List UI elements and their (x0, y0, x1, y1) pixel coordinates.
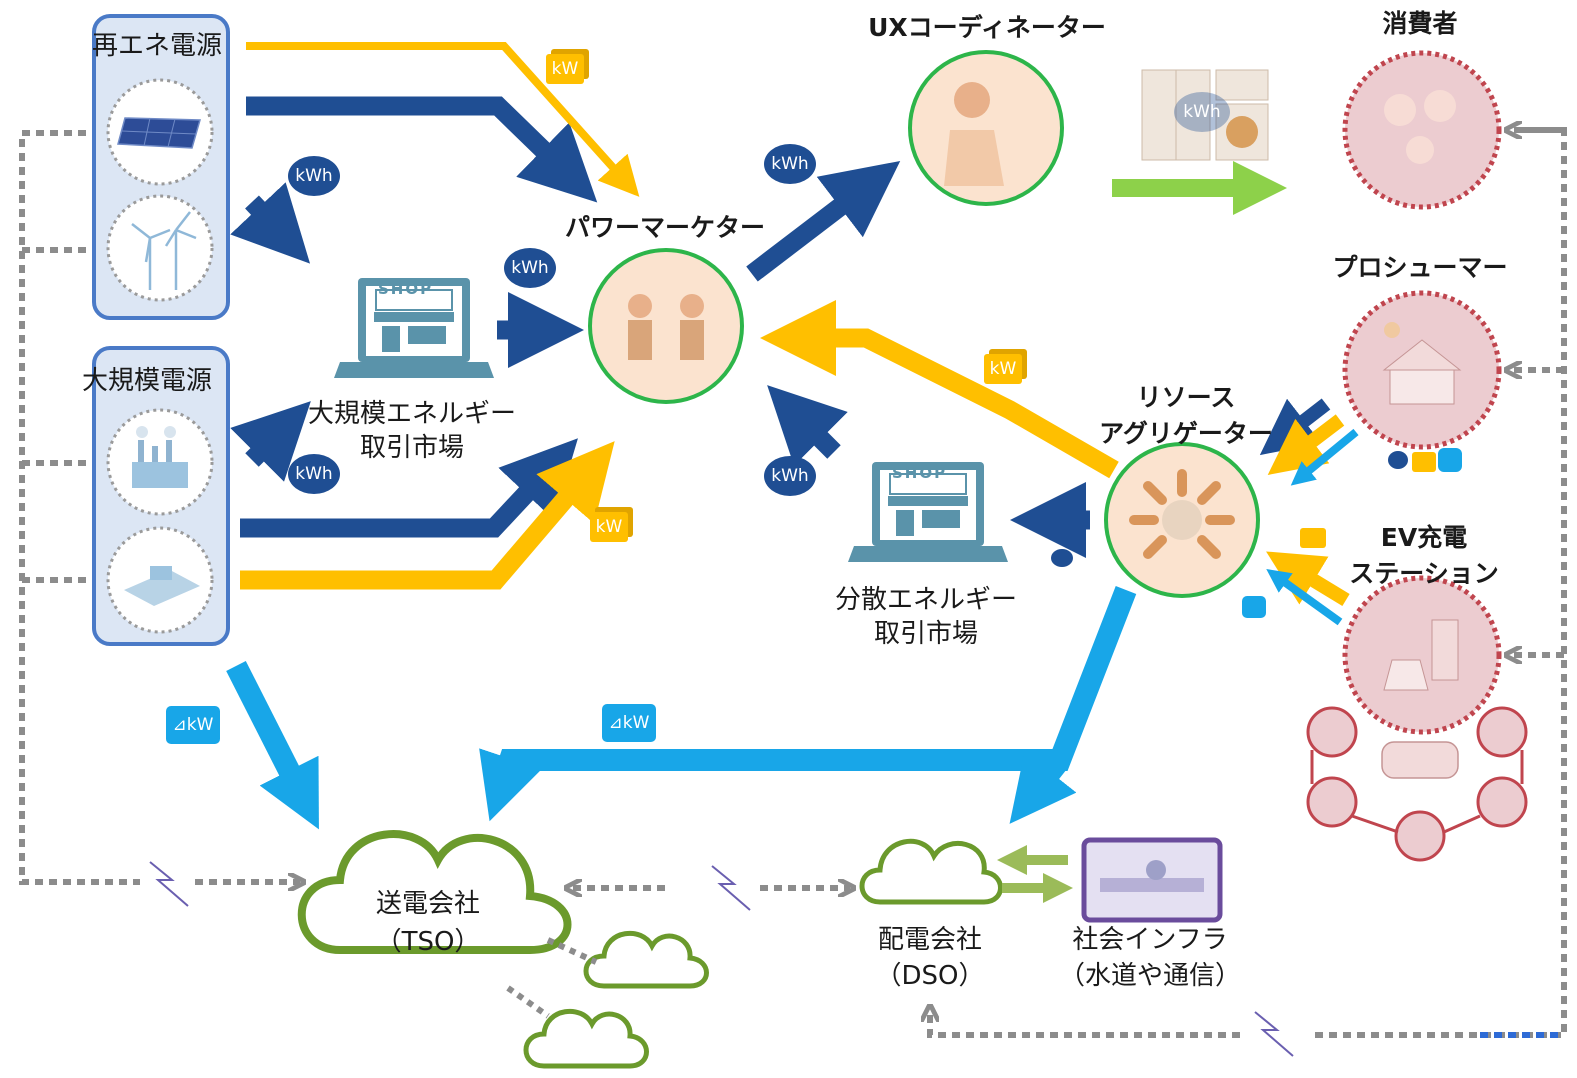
distributed-market-label-2: 取引市場 (873, 619, 979, 649)
kwh-tag: kWh (764, 456, 816, 496)
lightning-icon (711, 865, 751, 911)
kwh-tag: kWh (288, 454, 340, 494)
ev-data-icons (1051, 448, 1462, 618)
ev-network-ring (1306, 706, 1528, 862)
wind-turbine-icon (106, 194, 214, 302)
prosumer-node (1342, 290, 1502, 450)
aggregator-label-1: リソース (1136, 383, 1236, 412)
dso-label-2: （DSO） (875, 961, 985, 991)
large-scale-source-label: 大規模電源 (82, 366, 213, 396)
kw-tag: kW (590, 512, 628, 542)
appliances-icon (1141, 69, 1269, 161)
infrastructure-icon (1081, 837, 1223, 923)
large-market-label-1: 大規模エネルギー (307, 399, 517, 429)
comm-lines (19, 130, 1567, 1038)
kw-tag: kW (546, 54, 584, 84)
kwh-tag: kWh (504, 248, 556, 288)
kw-tag: kW (984, 354, 1022, 384)
large-market-label-2: 取引市場 (359, 433, 465, 463)
tso-label-2: （TSO） (375, 927, 481, 957)
lightning-icon (1254, 1011, 1294, 1057)
kwh-tag: kWh (288, 156, 340, 196)
power-marketer-node (588, 248, 744, 404)
delta-kw-tag: ⊿kW (166, 706, 220, 744)
consumer-node (1342, 50, 1502, 210)
lightning-icon (149, 861, 189, 907)
shop-sign: SHOP (892, 464, 948, 482)
distributed-market-laptop-icon (848, 462, 1008, 562)
infra-label-1: 社会インフラ (1072, 925, 1228, 955)
kwh-flows (230, 96, 1331, 558)
consumer-label: 消費者 (1382, 9, 1458, 38)
tso-cloud-icon (297, 830, 572, 954)
infra-label-2: （水道や通信） (1058, 961, 1242, 991)
ux-coordinator-label: UXコーディネーター (868, 13, 1106, 42)
ev-station-label-1: EV充電 (1380, 523, 1468, 552)
distributed-market-label-1: 分散エネルギー (834, 585, 1018, 615)
prosumer-label: プロシューマー (1332, 253, 1508, 282)
delta-kw-flows (226, 428, 1359, 830)
shop-sign: SHOP (378, 280, 434, 298)
tso-label-1: 送電会社 (375, 889, 481, 919)
ev-station-node (1342, 575, 1502, 735)
ux-coordinator-node (908, 50, 1064, 206)
large-market-laptop-icon (334, 278, 494, 378)
solar-panel-icon (106, 78, 214, 186)
power-marketer-label: パワーマーケター (564, 213, 766, 242)
dso-label-1: 配電会社 (877, 925, 983, 955)
aggregator-node (1104, 442, 1260, 598)
renewable-source-label: 再エネ電源 (92, 31, 223, 61)
delta-kw-tag: ⊿kW (602, 704, 656, 742)
dso-infra-arrows (997, 845, 1073, 903)
kwh-tag: kWh (764, 144, 816, 184)
kw-flows (240, 42, 1350, 606)
dso-cloud-icon (859, 838, 1003, 905)
tso-cloud-links (506, 937, 598, 1019)
kwh-tag: kWh (1174, 92, 1230, 132)
ev-station-label-2: ステーション (1349, 559, 1499, 588)
tso-subcloud-icon (583, 930, 709, 989)
thermal-plant-icon (106, 408, 214, 516)
power-plant-icon (106, 526, 214, 634)
aggregator-label-2: アグリゲーター (1099, 419, 1273, 448)
tso-subcloud-icon (523, 1008, 649, 1069)
